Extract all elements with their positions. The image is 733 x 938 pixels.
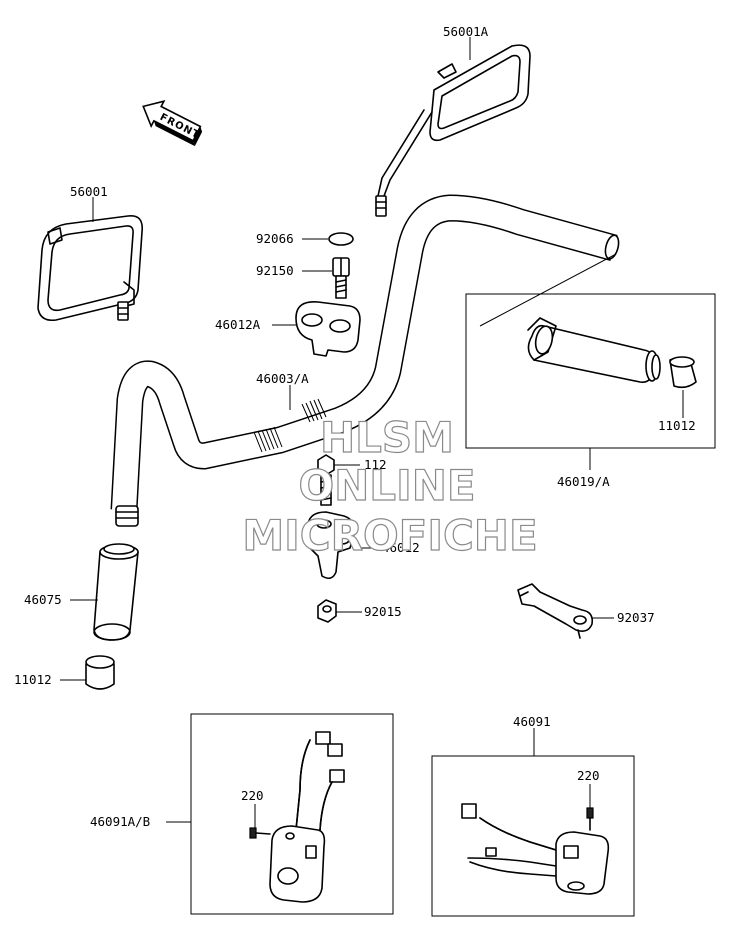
label-bolt-upper: 92150	[256, 263, 294, 278]
switch-right-46091[interactable]	[461, 803, 610, 895]
throttle-grip-46019[interactable]	[527, 317, 661, 384]
label-mirror-right: 56001A	[443, 24, 489, 39]
grip-left-46075[interactable]	[93, 543, 139, 641]
label-grip-end-right: 11012	[658, 418, 696, 433]
holder-lower-46012[interactable]	[306, 511, 356, 580]
bolt-92150[interactable]	[332, 257, 350, 299]
label-nut: 92015	[364, 604, 402, 619]
label-cap: 92066	[256, 231, 294, 246]
label-handlebar: 46003/A	[256, 371, 309, 386]
screw-220-right[interactable]	[586, 807, 594, 831]
mirror-left[interactable]	[37, 215, 144, 322]
holder-upper-46012A[interactable]	[295, 301, 361, 357]
grip-end-11012-right[interactable]	[669, 356, 697, 389]
label-switch-right: 46091	[513, 714, 551, 729]
wrench-92037[interactable]	[517, 583, 594, 639]
screw-220-left[interactable]	[249, 827, 271, 839]
watermark: HLSM ONLINE MICROFICHE	[242, 412, 538, 560]
label-wrench: 92037	[617, 610, 655, 625]
cap-92066[interactable]	[328, 232, 354, 246]
label-throttle-grip: 46019/A	[557, 474, 610, 489]
label-grip-end-left: 11012	[14, 672, 52, 687]
label-screw-left: 220	[241, 788, 264, 803]
label-mirror-left: 56001	[70, 184, 108, 199]
mirror-right[interactable]	[375, 44, 531, 217]
watermark-line-2: ONLINE	[298, 461, 475, 510]
label-grip-left: 46075	[24, 592, 62, 607]
nut-92015[interactable]	[317, 599, 337, 623]
watermark-line-3: MICROFICHE	[242, 511, 537, 560]
bolt-112[interactable]	[317, 454, 335, 506]
watermark-line-1: HLSM	[320, 413, 454, 462]
front-arrow-icon: FRONT	[142, 99, 203, 147]
switch-left-46091A[interactable]	[269, 731, 345, 903]
label-holder-upper: 46012A	[215, 317, 261, 332]
label-screw-right: 220	[577, 768, 600, 783]
label-holder-lower: 46012	[382, 540, 420, 555]
grip-end-11012-left[interactable]	[85, 655, 115, 690]
label-bolt-lower: 112	[364, 457, 387, 472]
switch-left-box	[190, 713, 394, 915]
switch-right-box	[431, 755, 635, 917]
handlebar-46003[interactable]	[110, 194, 621, 527]
label-switch-left: 46091A/B	[90, 814, 150, 829]
